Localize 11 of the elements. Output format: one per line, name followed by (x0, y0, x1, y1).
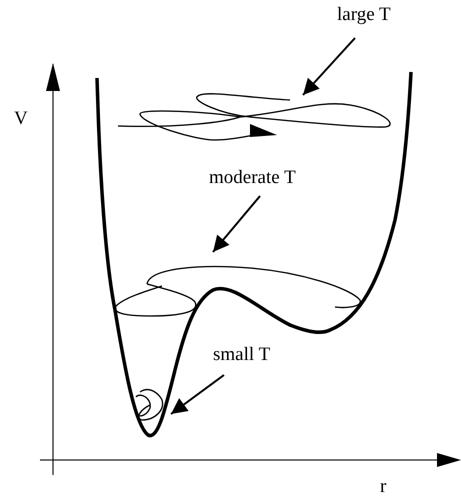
leader-arrow (212, 195, 261, 253)
axis-label: V (14, 108, 28, 130)
axis-label: r (380, 476, 386, 498)
temperature-label: small T (213, 344, 270, 366)
leader-arrow (302, 37, 356, 96)
trajectory-drawing (117, 93, 391, 141)
temperature-label: large T (337, 4, 391, 26)
temperature-label: moderate T (209, 167, 296, 189)
leader-arrow (170, 374, 225, 415)
trajectory-drawing (135, 388, 164, 421)
trajectory-drawing (114, 266, 361, 317)
